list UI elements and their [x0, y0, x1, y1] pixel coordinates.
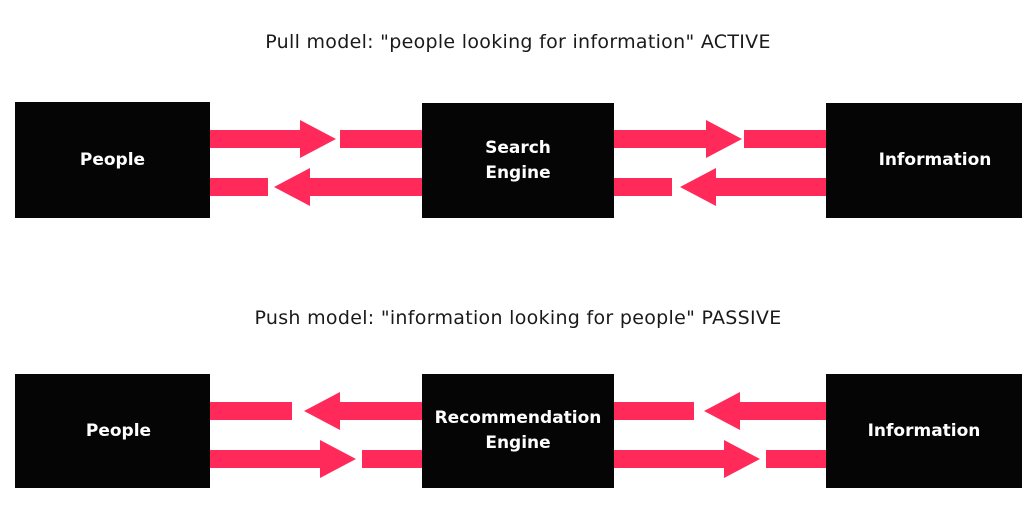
pull-arrow-engine-to-info-head — [706, 120, 742, 158]
pull-information-box: Information — [826, 103, 1022, 218]
push-model-title: Push model: "information looking for peo… — [254, 307, 782, 329]
pull-engine-label-line2: Engine — [485, 162, 551, 183]
pull-bar-into-engine — [340, 130, 422, 148]
pull-bar-out-of-people — [210, 178, 268, 196]
pull-arrow-people-to-engine-shaft — [210, 130, 300, 148]
push-arrow-people-to-engine-head — [320, 440, 356, 478]
push-arrow-info-to-engine-head — [704, 392, 740, 430]
push-people-box: People — [15, 374, 210, 488]
push-engine-label-line2: Engine — [485, 433, 551, 453]
pull-people-label: People — [79, 149, 146, 170]
push-bar-into-info — [766, 450, 828, 468]
pull-bar-out-of-engine — [614, 178, 672, 196]
push-recommendation-engine-box: Recommendation Engine — [422, 374, 614, 488]
push-bar-out-of-people — [200, 402, 292, 420]
push-arrow-engine-to-people-head — [304, 392, 340, 430]
pull-arrow-info-to-engine-head — [680, 168, 716, 206]
push-information-box: Information — [826, 374, 1022, 488]
pull-arrow-engine-to-people-head — [274, 168, 310, 206]
pull-model-title: Pull model: "people looking for informat… — [265, 31, 771, 53]
push-arrow-engine-to-people-shaft — [340, 402, 422, 420]
push-bar-out-of-engine — [614, 402, 694, 420]
push-bar-into-engine — [362, 450, 422, 468]
pull-bar-into-info — [744, 130, 830, 148]
push-engine-label-line1: Recommendation — [434, 408, 602, 429]
push-arrow-info-to-engine-shaft — [740, 402, 828, 420]
push-people-label: People — [85, 420, 152, 441]
push-arrow-people-to-engine-shaft — [200, 450, 320, 468]
push-arrow-engine-to-info-head — [724, 440, 760, 478]
pull-information-label: Information — [878, 150, 992, 171]
pull-arrow-engine-to-people-shaft — [310, 178, 422, 196]
pull-engine-label-line1: Search — [485, 137, 551, 158]
pull-arrow-engine-to-info-shaft — [614, 130, 706, 148]
pull-arrow-people-to-engine-head — [300, 120, 336, 158]
pull-people-box: People — [15, 102, 210, 218]
push-information-label: Information — [867, 420, 981, 441]
push-arrow-engine-to-info-shaft — [614, 450, 724, 468]
pull-search-engine-box: Search Engine — [422, 103, 614, 218]
pull-arrow-info-to-engine-shaft — [716, 178, 830, 196]
